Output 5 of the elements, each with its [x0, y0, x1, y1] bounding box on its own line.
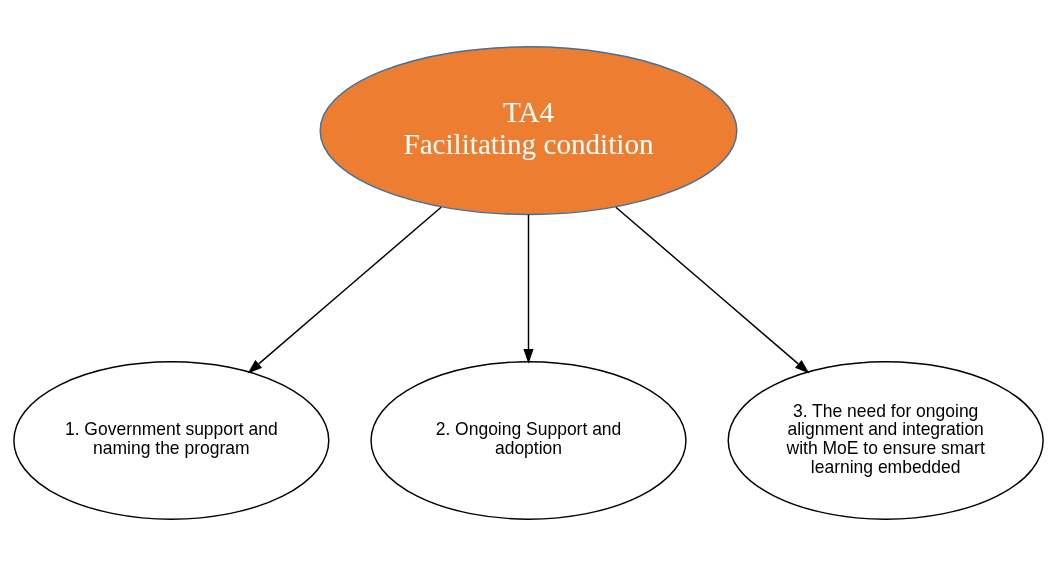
arrow — [523, 214, 534, 364]
arrow — [615, 206, 810, 374]
node-ellipse: TA4 Facilitating condition — [319, 46, 738, 216]
arrow — [247, 206, 442, 374]
node-ellipse: 2. Ongoing Support and adoption — [370, 361, 687, 520]
